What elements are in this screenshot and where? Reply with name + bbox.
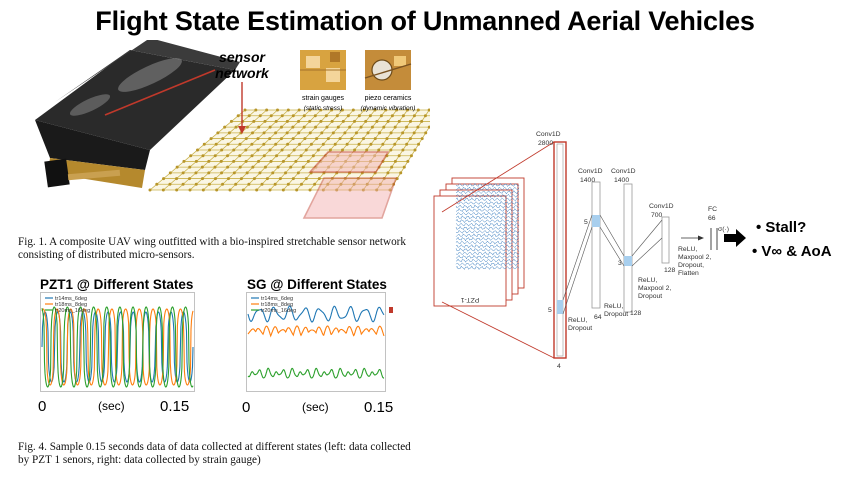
- legend-entry: tr14ms_6deg: [55, 296, 87, 302]
- red-marker: [389, 307, 393, 313]
- uav-wing-photo: [35, 40, 240, 188]
- conv2-layer: [591, 181, 601, 309]
- fc-name: FC: [708, 206, 717, 213]
- sigma-label: σ(·): [718, 226, 729, 233]
- legend-entry: tr20ms_16deg: [261, 308, 296, 314]
- pzt-series-2: [41, 308, 194, 386]
- svg-text:Flatten: Flatten: [678, 270, 699, 277]
- patch-zoom: [302, 177, 398, 219]
- conv3-layer: [623, 183, 633, 313]
- fig4-caption: Fig. 4. Sample 0.15 seconds data of data…: [18, 441, 411, 466]
- input-sheet: [433, 195, 507, 307]
- fc-size: 66: [708, 215, 716, 222]
- pzt-x-unit: (sec): [98, 399, 125, 413]
- strain-gauge-sub: (static stress): [304, 105, 343, 112]
- conv3-name: Conv1D: [611, 168, 636, 175]
- svg-text:Dropout: Dropout: [604, 311, 628, 318]
- op-1: ReLU,: [568, 317, 587, 324]
- input-signal-stack: SYN-SGPZT-4PZT-3PZT-1: [433, 177, 525, 307]
- svg-text:Dropout,: Dropout,: [678, 262, 704, 269]
- fig1-caption: Fig. 1. A composite UAV wing outfitted w…: [18, 236, 406, 261]
- kernel-3: 3: [618, 260, 622, 267]
- sg-series-1: [247, 305, 385, 323]
- legend-entry: tr18ms_8deg: [261, 302, 293, 308]
- depth-4: 128: [664, 267, 676, 274]
- pzt-plot-title: PZT1 @ Different States: [40, 277, 194, 292]
- cnn-diagram: SYN-SGPZT-4PZT-3PZT-1 Conv1D 2800 Conv1D…: [433, 131, 832, 370]
- conv2-name: Conv1D: [578, 168, 603, 175]
- svg-text:Maxpool 2,: Maxpool 2,: [678, 254, 711, 261]
- output-stall: • Stall?: [756, 219, 806, 236]
- sg-x-unit: (sec): [302, 400, 329, 414]
- input-sheet-label: PZT-1: [461, 296, 480, 303]
- strain-gauge-inset: [300, 50, 346, 90]
- conv1-size: 2800: [538, 140, 553, 147]
- conv4-size: 700: [651, 212, 663, 219]
- pzt-series-3: [41, 306, 194, 388]
- depth-2: 64: [594, 314, 602, 321]
- conv3-size: 1400: [614, 177, 629, 184]
- conv4-layer: [661, 216, 670, 264]
- sg-x-start: 0: [242, 399, 251, 416]
- piezo-ceramic-inset: [364, 50, 412, 90]
- sg-x-end: 0.15: [364, 399, 394, 416]
- legend-entry: tr20ms_16deg: [55, 308, 90, 314]
- page-title: Flight State Estimation of Unmanned Aeri…: [95, 6, 755, 36]
- legend-entry: tr14ms_6deg: [261, 296, 293, 302]
- output-velocity-aoa: • V∞ & AoA: [752, 243, 832, 260]
- op-3: ReLU,: [638, 277, 657, 284]
- kernel-2: 5: [584, 219, 588, 226]
- op-2: ReLU,: [604, 303, 623, 310]
- svg-text:Dropout: Dropout: [638, 293, 662, 300]
- svg-text:Dropout: Dropout: [568, 325, 592, 332]
- conv2-size: 1400: [580, 177, 595, 184]
- strain-gauge-label: strain gauges: [302, 95, 345, 102]
- conv4-name: Conv1D: [649, 203, 674, 210]
- pzt-x-start: 0: [38, 398, 47, 415]
- depth-3: 128: [630, 310, 642, 317]
- sg-plot-title: SG @ Different States: [247, 277, 387, 292]
- op-4: ReLU,: [678, 246, 697, 253]
- legend-entry: tr18ms_8deg: [55, 302, 87, 308]
- sg-series-2: [247, 325, 385, 338]
- piezo-sub: (dynamic vibration): [361, 105, 416, 112]
- kernel-1: 5: [548, 307, 552, 314]
- highlighted-patch: [308, 151, 390, 173]
- conv1-name: Conv1D: [536, 131, 561, 138]
- depth-1: 4: [557, 363, 561, 370]
- svg-text:Maxpool 2,: Maxpool 2,: [638, 285, 671, 292]
- piezo-label: piezo ceramics: [365, 95, 412, 102]
- sg-series-3: [247, 367, 385, 379]
- pzt-x-end: 0.15: [160, 398, 190, 415]
